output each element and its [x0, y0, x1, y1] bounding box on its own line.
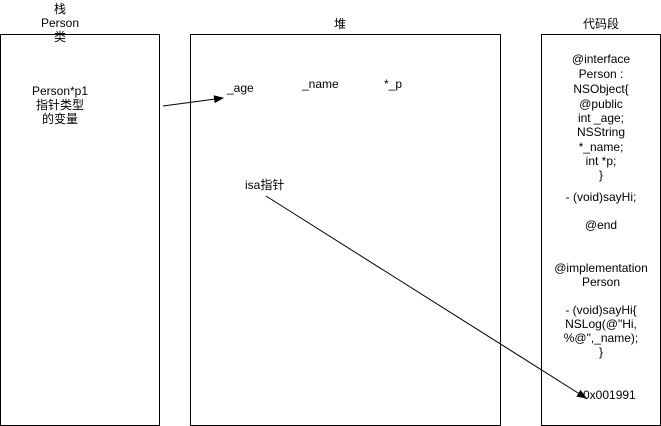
code-line: Person :: [578, 67, 624, 81]
stack-title-line1: 栈: [53, 2, 66, 16]
heap-field-name: _name: [302, 77, 339, 91]
code-line: @end: [584, 218, 618, 232]
stack-variable-label: Person*p1 指针类型 的变量: [20, 84, 100, 126]
stack-title-line2: Person: [40, 16, 80, 30]
code-line: @interface: [571, 52, 631, 66]
stack-variable-line3: 的变量: [41, 112, 78, 126]
code-line: %@",_name);: [563, 331, 639, 345]
code-line: @implementation: [554, 261, 648, 275]
code-line: NSLog(@"Hi,: [565, 317, 637, 331]
code-line: @public: [579, 97, 623, 111]
stack-variable-line2: 指针类型: [35, 98, 84, 112]
stack-title: 栈 Person 类: [40, 2, 80, 44]
code-segment-address: 0x001991: [583, 388, 636, 402]
heap-field-age: _age: [227, 81, 254, 95]
code-line: int _age;: [577, 111, 625, 125]
code-line: }: [598, 345, 603, 359]
heap-isa-pointer: isa指针: [245, 178, 285, 192]
code-line: NSString: [576, 125, 626, 139]
heap-title: 堆: [333, 17, 346, 31]
heap-field-p: *_p: [384, 77, 403, 91]
code-line: - (void)sayHi{: [565, 303, 637, 317]
heap-box: [190, 34, 501, 426]
code-line: }: [598, 168, 603, 182]
stack-box: [0, 34, 160, 426]
stack-title-line3: 类: [53, 30, 66, 44]
code-line: Person: [581, 275, 621, 289]
pointer-arrow-p1-to-age: [162, 95, 224, 107]
code-line: NSObject{: [573, 82, 629, 96]
code-line: *_name;: [578, 140, 624, 154]
code-line: - (void)sayHi;: [565, 190, 637, 204]
pointer-arrow-isa-to-code: [265, 195, 587, 399]
code-line: int *p;: [585, 154, 617, 168]
stack-variable-line1: Person*p1: [31, 84, 89, 98]
code-segment-title: 代码段: [582, 17, 619, 31]
